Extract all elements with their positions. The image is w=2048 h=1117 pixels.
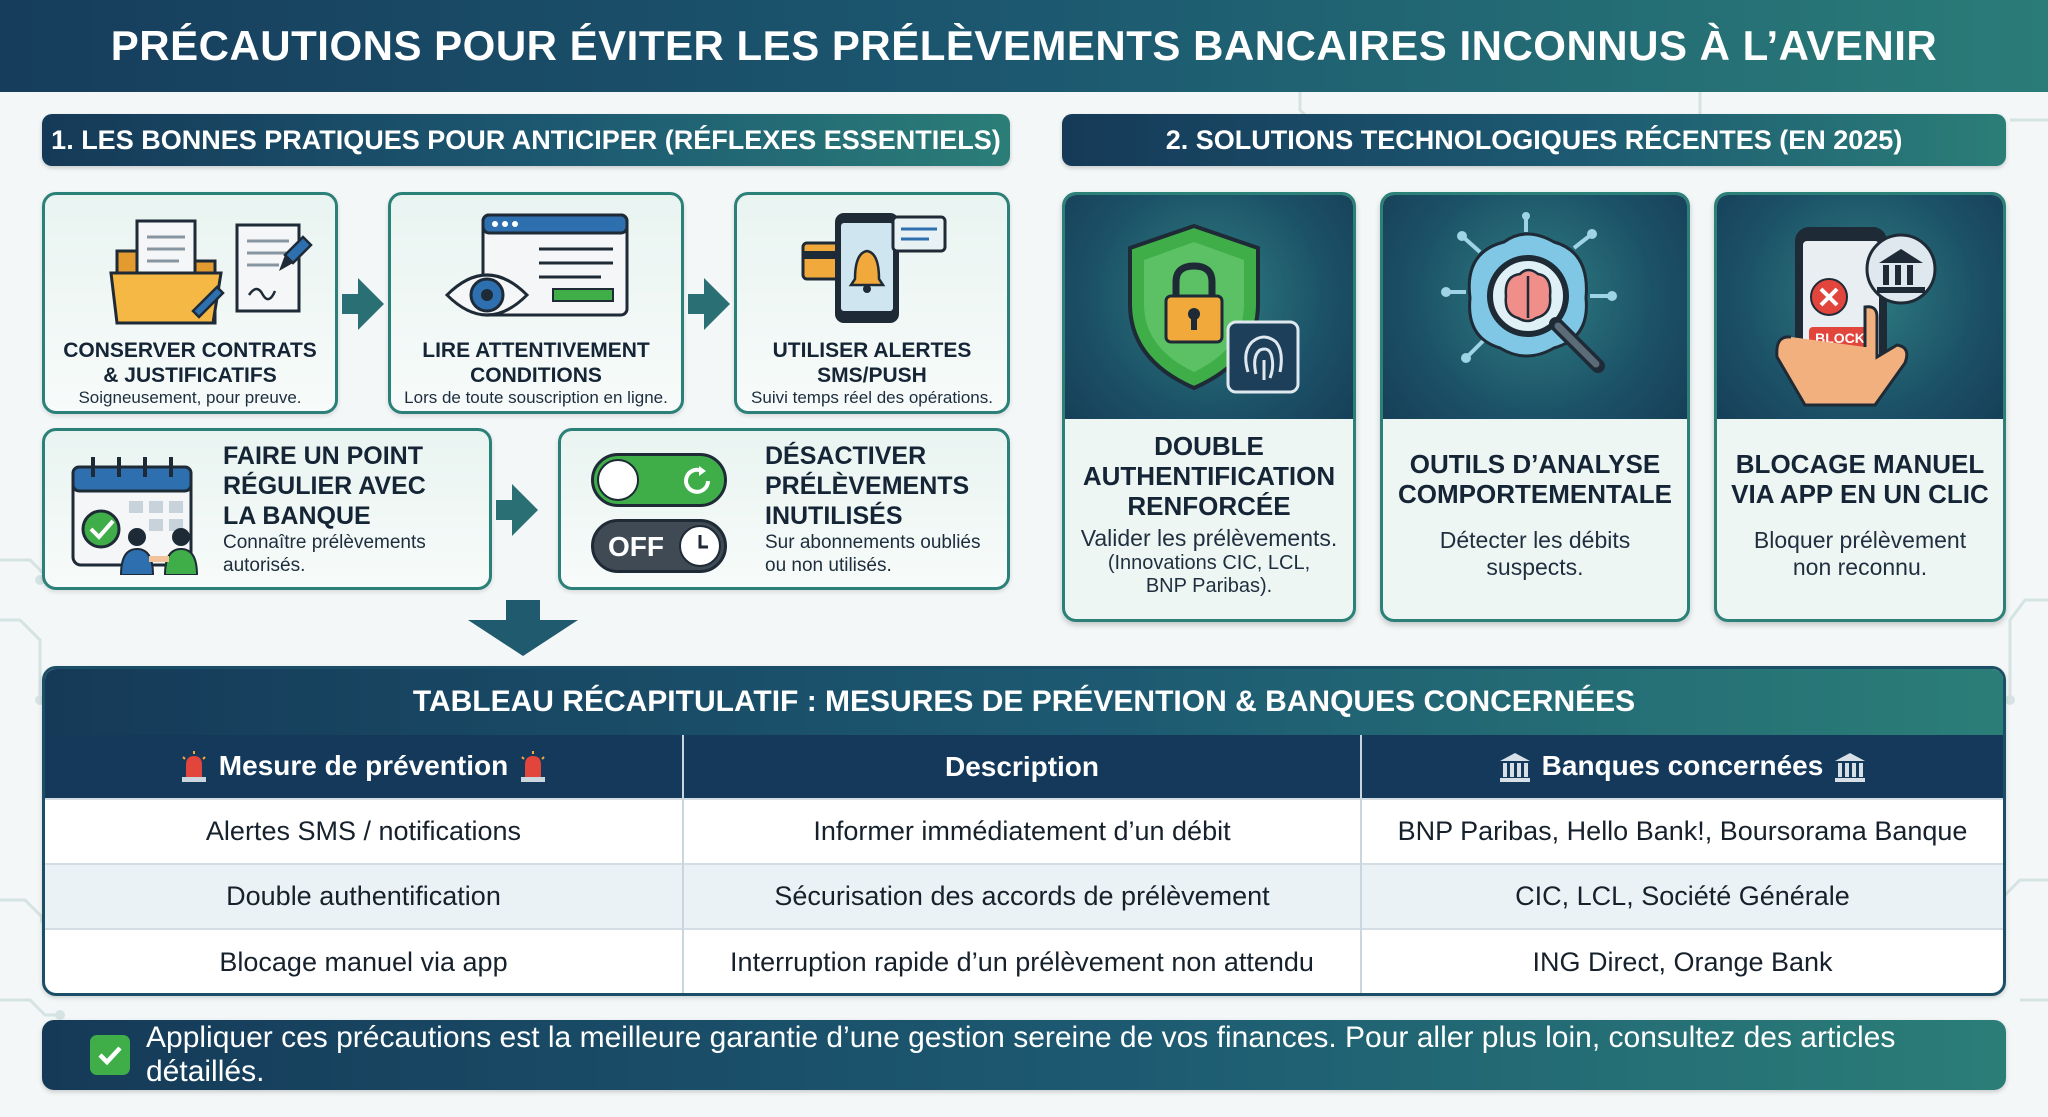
- alarm-siren-icon: [181, 751, 206, 783]
- card-title-l1: DÉSACTIVER: [765, 442, 927, 470]
- card-title-l2: PRÉLÈVEMENTS: [765, 472, 970, 500]
- card-title-l3: LA BANQUE: [223, 502, 371, 530]
- table-row: Alertes SMS / notifications Informer imm…: [45, 798, 2003, 864]
- table-title: TABLEAU RÉCAPITULATIF : MESURES DE PRÉVE…: [45, 669, 2003, 735]
- tcard-title-l2: VIA APP EN UN CLIC: [1731, 479, 1989, 509]
- tcard-title-l2: COMPORTEMENTALE: [1398, 479, 1672, 509]
- clock-icon: [698, 535, 708, 549]
- tcard-title-l2: AUTHENTIFICATION: [1082, 461, 1336, 491]
- section2-title: 2. SOLUTIONS TECHNOLOGIQUES RÉCENTES (EN…: [1165, 124, 1903, 155]
- calendar-handshake-icon: [71, 457, 199, 575]
- card-title-l2: RÉGULIER AVEC: [223, 472, 426, 500]
- table-cell: Alertes SMS / notifications: [45, 798, 684, 864]
- card-outils-analyse: OUTILS D’ANALYSE COMPORTEMENTALE Détecte…: [1380, 192, 1690, 622]
- table-header-mesure: Mesure de prévention: [45, 735, 684, 799]
- table-header-description: Description: [683, 735, 1362, 799]
- phone-block-bank-icon: BLOCK: [1775, 227, 1937, 407]
- card-desc-l2: autorisés.: [223, 555, 306, 576]
- tcard-title-l1: OUTILS D’ANALYSE: [1409, 449, 1661, 479]
- tcard-title-l3: RENFORCÉE: [1127, 491, 1291, 521]
- table-cell: Sécurisation des accords de prélèvement: [683, 863, 1362, 929]
- page-title: PRÉCAUTIONS POUR ÉVITER LES PRÉLÈVEMENTS…: [110, 22, 1938, 69]
- table-cell: CIC, LCL, Société Générale: [1361, 863, 2003, 929]
- tcard-desc-l2: non reconnu.: [1792, 554, 1928, 580]
- card-desactiver-prelevements: OFF DÉSACTIVER PRÉLÈVEMENTS INUTILISÉS S…: [558, 428, 1010, 590]
- table-header-banques: Banques concernées: [1361, 735, 2003, 799]
- summary-table-grid: Mesure de prévention Description Banques…: [45, 735, 2003, 993]
- tcard-note-l1: (Innovations CIC, LCL,: [1107, 552, 1311, 574]
- browser-eye-icon: [444, 213, 629, 317]
- table-header-label: Banques concernées: [1541, 749, 1824, 781]
- refresh-icon: [684, 466, 710, 494]
- bank-icon: [1499, 753, 1530, 783]
- card-lire-conditions: LIRE ATTENTIVEMENT CONDITIONS Lors de to…: [388, 192, 684, 414]
- card-blocage-manuel: BLOCK BLOCAGE MANUEL VIA APP EN UN CLIC …: [1714, 192, 2006, 622]
- alarm-siren-icon: [521, 751, 546, 783]
- tcard-desc-l1: Bloquer prélèvement: [1753, 527, 1967, 553]
- table-row: Double authentification Sécurisation des…: [45, 863, 2003, 929]
- flow-arrow-down-icon: [468, 600, 578, 656]
- table-row: Blocage manuel via app Interruption rapi…: [45, 928, 2003, 993]
- card-title-l2: CONDITIONS: [470, 364, 602, 387]
- card-title-l2: SMS/PUSH: [817, 364, 927, 387]
- card-title-l1: UTILISER ALERTES: [772, 339, 972, 362]
- toggle-off-label: OFF: [608, 531, 664, 562]
- table-cell: BNP Paribas, Hello Bank!, Boursorama Ban…: [1361, 798, 2003, 864]
- flow-arrow-stem: [342, 294, 360, 314]
- table-header-label: Mesure de prévention: [218, 749, 509, 781]
- checkmark-icon: [90, 1035, 130, 1075]
- section2-banner: 2. SOLUTIONS TECHNOLOGIQUES RÉCENTES (EN…: [1062, 114, 2006, 166]
- section1-banner: 1. LES BONNES PRATIQUES POUR ANTICIPER (…: [42, 114, 1010, 166]
- phone-alert-icon: [801, 213, 947, 323]
- card-desc-l2: ou non utilisés.: [765, 555, 892, 576]
- flow-arrow-right-icon: [358, 278, 384, 330]
- table-cell: Double authentification: [45, 863, 684, 929]
- table-header-row: Mesure de prévention Description Banques…: [45, 735, 2003, 799]
- tcard-title-l1: BLOCAGE MANUEL: [1735, 449, 1985, 479]
- card-desc: Lors de toute souscription en ligne.: [404, 388, 668, 407]
- card-title-l1: LIRE ATTENTIVEMENT: [422, 339, 650, 362]
- brain-magnifier-icon: [1441, 212, 1617, 373]
- card-title-l1: CONSERVER CONTRATS: [63, 339, 317, 362]
- table-cell: Blocage manuel via app: [45, 928, 684, 993]
- bank-icon: [1835, 753, 1866, 783]
- card-point-banque: FAIRE UN POINT RÉGULIER AVEC LA BANQUE C…: [42, 428, 492, 590]
- card-title-l3: INUTILISÉS: [765, 502, 903, 530]
- card-double-authentification: DOUBLE AUTHENTIFICATION RENFORCÉE Valide…: [1062, 192, 1356, 622]
- shield-lock-fingerprint-icon: [1128, 223, 1300, 394]
- summary-table: TABLEAU RÉCAPITULATIF : MESURES DE PRÉVE…: [42, 666, 2006, 996]
- folder-documents-icon: [109, 219, 313, 325]
- footer-text: Appliquer ces précautions est la meilleu…: [146, 1021, 1896, 1088]
- flow-arrow-right-icon: [704, 278, 730, 330]
- toggle-on: [591, 453, 727, 507]
- tcard-title-l1: DOUBLE: [1154, 431, 1264, 461]
- card-title-l1: FAIRE UN POINT: [223, 442, 424, 470]
- toggle-off: OFF: [591, 519, 727, 573]
- card-desc: Suivi temps réel des opérations.: [751, 388, 993, 407]
- tcard-note-l2: BNP Paribas).: [1145, 575, 1273, 597]
- section1-title: 1. LES BONNES PRATIQUES POUR ANTICIPER (…: [51, 124, 1001, 155]
- card-desc: Soigneusement, pour preuve.: [78, 388, 302, 407]
- table-cell: Interruption rapide d’un prélèvement non…: [683, 928, 1362, 993]
- footer-banner: Appliquer ces précautions est la meilleu…: [42, 1020, 2006, 1090]
- card-desc-l1: Sur abonnements oubliés: [765, 532, 981, 553]
- page-header: PRÉCAUTIONS POUR ÉVITER LES PRÉLÈVEMENTS…: [0, 0, 2048, 92]
- flow-arrow-stem: [688, 294, 706, 314]
- card-conserver-contrats: CONSERVER CONTRATS & JUSTIFICATIFS Soign…: [42, 192, 338, 414]
- flow-arrow-stem: [496, 500, 514, 520]
- card-alertes-sms: UTILISER ALERTES SMS/PUSH Suivi temps ré…: [734, 192, 1010, 414]
- tcard-desc-l2: suspects.: [1486, 554, 1584, 580]
- flow-arrow-right-icon: [512, 484, 538, 536]
- card-title-l2: & JUSTIFICATIFS: [103, 364, 277, 387]
- card-desc-l1: Connaître prélèvements: [223, 532, 426, 553]
- tcard-desc-l1: Détecter les débits: [1439, 527, 1631, 553]
- tcard-desc: Valider les prélèvements.: [1080, 525, 1338, 551]
- table-cell: ING Direct, Orange Bank: [1361, 928, 2003, 993]
- table-cell: Informer immédiatement d’un débit: [683, 798, 1362, 864]
- table-header-label: Description: [944, 750, 1100, 782]
